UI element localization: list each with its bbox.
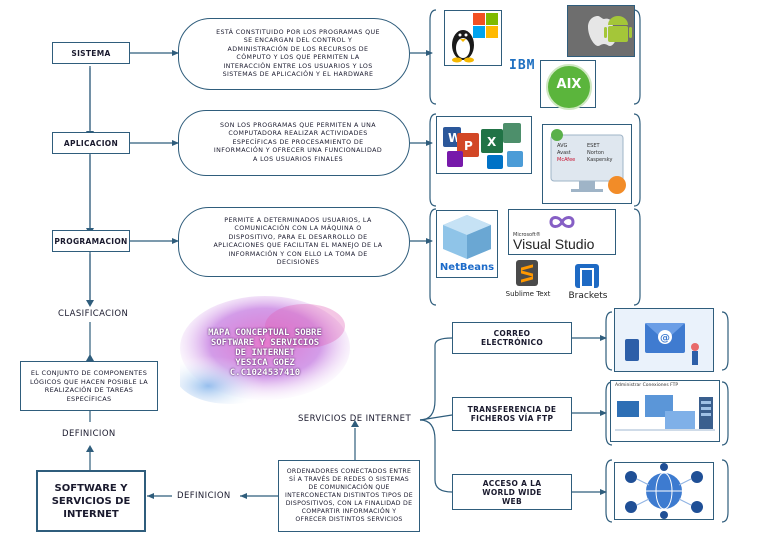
ftp-illustration: Administrar Conexiones FTP [610, 380, 720, 442]
node-www: ACCESO A LA WORLD WIDE WEB [452, 474, 572, 510]
title-line-5: C.C1024537410 [229, 368, 301, 378]
aix-logo [546, 64, 592, 110]
brackets-label: Brackets [568, 291, 608, 301]
bubble-sistema-text: ESTÁ CONSTITUIDO POR LOS PROGRAMAS QUE S… [216, 28, 380, 79]
bubble-programacion: PERMITE A DETERMINADOS USUARIOS, LA COMU… [178, 207, 410, 277]
sublime-label: Sublime Text [505, 290, 551, 298]
email-illustration: @ [614, 308, 714, 372]
aix-logo-text: AIX [556, 77, 582, 92]
visual-studio-small: Microsoft® [513, 232, 541, 238]
node-definicion-left: DEFINICION [62, 429, 116, 439]
brackets-logo: Brackets [566, 262, 610, 304]
office-logos: W P X [436, 116, 532, 174]
ibm-logo: IBM [509, 58, 536, 73]
title-line-2: SOFTWARE Y SERVICIOS [210, 338, 320, 348]
antivirus-5: McAfee [557, 157, 576, 163]
title-splash: MAPA CONCEPTUAL SOBRE SOFTWARE Y SERVICI… [180, 296, 350, 404]
netbeans-label: NetBeans [439, 262, 495, 273]
software-definition-box: EL CONJUNTO DE COMPONENTES LÓGICOS QUE H… [20, 361, 158, 411]
svg-text:P: P [464, 139, 473, 153]
antivirus-2: ESET [587, 143, 600, 149]
globe-network-icon [625, 463, 703, 519]
netbeans-logo: NetBeans [436, 210, 498, 278]
monitor-icon [550, 129, 626, 194]
node-clasificacion: CLASIFICACION [58, 309, 129, 319]
node-correo: CORREO ELECTRÓNICO [452, 322, 572, 354]
bubble-aplicacion: SON LOS PROGRAMAS QUE PERMITEN A UNA COM… [178, 110, 410, 176]
netbeans-icon [443, 215, 491, 259]
watercolor-splash-icon [180, 296, 350, 404]
sublime-logo: Sublime Text [502, 258, 554, 304]
title-line-4: YESICA GOEZ [235, 358, 295, 368]
antivirus-3: Avast [557, 150, 571, 156]
ftp-window-title: Administrar Conexiones FTP [615, 383, 679, 388]
brackets-icon [575, 264, 599, 288]
node-definicion-bottom: DEFINICION [177, 491, 231, 501]
www-illustration [614, 462, 714, 520]
svg-text:X: X [487, 135, 497, 149]
aix-logo-frame: AIX [540, 60, 596, 110]
sublime-icon [516, 260, 538, 286]
title-line-1: MAPA CONCEPTUAL SOBRE [208, 328, 322, 338]
root-node: SOFTWARE Y SERVICIOS DE INTERNET [36, 470, 146, 532]
antivirus-4: Norton [587, 150, 605, 156]
bubble-aplicacion-text: SON LOS PROGRAMAS QUE PERMITEN A UNA COM… [213, 121, 383, 163]
antivirus-1: AVG [557, 143, 568, 149]
node-correo-label: CORREO ELECTRÓNICO [480, 329, 544, 347]
bubble-programacion-text: PERMITE A DETERMINADOS USUARIOS, LA COMU… [213, 216, 383, 267]
ftp-icon [615, 395, 715, 431]
antivirus-6: Kaspersky [587, 157, 613, 163]
visual-studio-label: Visual Studio [513, 236, 595, 252]
windows-linux-icon [452, 13, 498, 63]
linux-windows-logo [444, 10, 502, 66]
node-servicios: SERVICIOS DE INTERNET [298, 414, 412, 424]
servicios-definition-box: ORDENADORES CONECTADOS ENTRE SÍ A TRAVÉS… [278, 460, 420, 532]
node-ftp-label: TRANSFERENCIA DE FICHEROS VÍA FTP [467, 405, 557, 423]
visual-studio-logo: Microsoft® Visual Studio [508, 209, 616, 255]
node-www-label: ACCESO A LA WORLD WIDE WEB [482, 478, 542, 506]
android-apple-logo [567, 5, 635, 57]
bubble-sistema: ESTÁ CONSTITUIDO POR LOS PROGRAMAS QUE S… [178, 18, 410, 90]
antivirus-screen: AVG ESET Avast Norton McAfee Kaspersky [542, 124, 632, 204]
title-line-3: DE INTERNET [235, 348, 295, 358]
node-programacion: PROGRAMACION [52, 230, 130, 252]
visual-studio-icon [549, 216, 575, 228]
office-icon: W P X [443, 123, 523, 169]
svg-text:@: @ [660, 333, 670, 344]
antivirus-list: AVG ESET Avast Norton McAfee Kaspersky [557, 143, 617, 164]
android-apple-icon [588, 16, 632, 46]
email-icon: @ [625, 323, 699, 365]
node-aplicacion: APLICACION [52, 132, 130, 154]
node-ftp: TRANSFERENCIA DE FICHEROS VÍA FTP [452, 397, 572, 431]
node-sistema: SISTEMA [52, 42, 130, 64]
root-title: SOFTWARE Y SERVICIOS DE INTERNET [51, 482, 131, 520]
